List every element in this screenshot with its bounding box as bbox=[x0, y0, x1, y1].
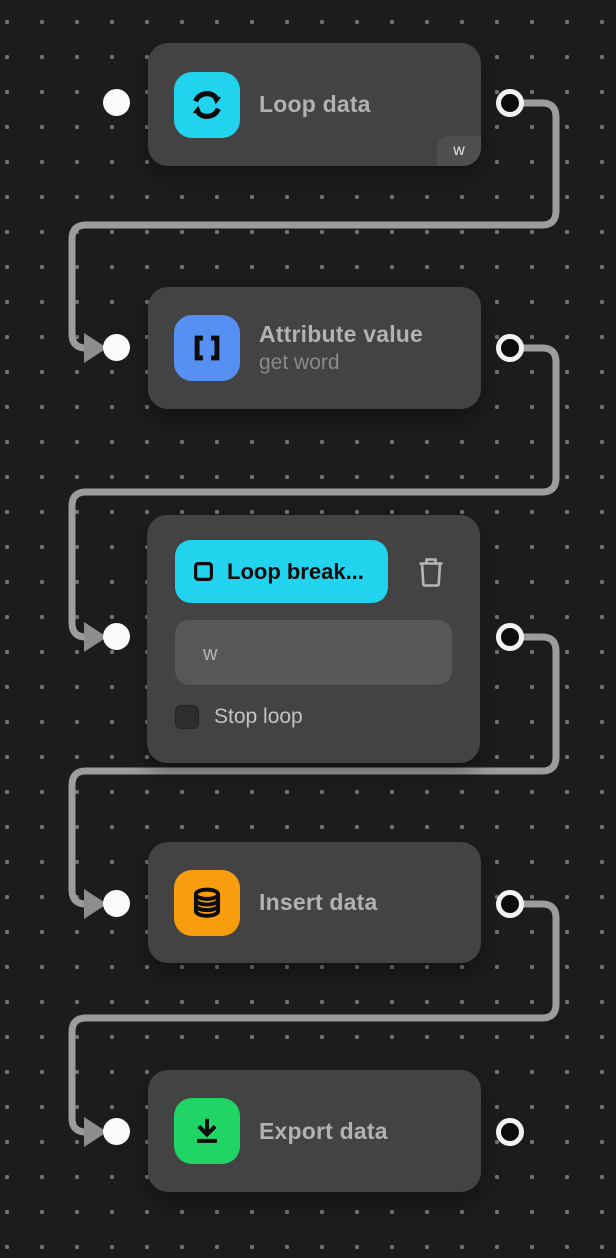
wire-loop-break-to-insert-data[interactable] bbox=[68, 633, 560, 908]
trash-icon[interactable] bbox=[416, 555, 446, 589]
node-insert-data[interactable]: Insert data bbox=[148, 842, 481, 963]
attribute-value-input-port[interactable] bbox=[103, 334, 130, 361]
loop-break-button[interactable]: Loop break... bbox=[175, 540, 388, 603]
node-title: Export data bbox=[259, 1117, 388, 1144]
download-icon bbox=[174, 1098, 240, 1164]
export-data-output-port[interactable] bbox=[496, 1118, 524, 1146]
node-title: Attribute value bbox=[259, 321, 424, 347]
stop-loop-label: Stop loop bbox=[214, 705, 303, 728]
loop-break-input-port[interactable] bbox=[103, 623, 130, 650]
brackets-icon bbox=[174, 315, 240, 381]
wire-arrowhead bbox=[84, 622, 107, 652]
database-icon bbox=[174, 869, 240, 936]
insert-data-output-port[interactable] bbox=[496, 890, 524, 918]
export-data-input-port[interactable] bbox=[103, 1118, 130, 1145]
loop-break-value-input[interactable] bbox=[175, 620, 452, 685]
wire-arrowhead bbox=[84, 333, 107, 363]
wire-loop-data-to-attribute-value[interactable] bbox=[68, 99, 560, 352]
node-attribute-value[interactable]: Attribute value get word bbox=[148, 287, 481, 409]
node-title: Insert data bbox=[259, 889, 378, 915]
loop-break-output-port[interactable] bbox=[496, 623, 524, 651]
stop-loop-checkbox[interactable] bbox=[175, 705, 199, 729]
node-title: Loop data bbox=[259, 91, 371, 117]
node-loop-break[interactable]: Loop break... Stop loop bbox=[147, 515, 480, 763]
node-subtitle: get word bbox=[259, 351, 340, 374]
node-export-data[interactable]: Export data bbox=[148, 1070, 481, 1192]
square-outline-icon bbox=[193, 561, 214, 582]
attribute-value-output-port[interactable] bbox=[496, 334, 524, 362]
node-loop-data[interactable]: Loop data w bbox=[148, 43, 481, 166]
wire-arrowhead bbox=[84, 1117, 107, 1147]
wire-attribute-value-to-loop-break[interactable] bbox=[68, 344, 560, 641]
loop-data-output-port[interactable] bbox=[496, 89, 524, 117]
loop-refresh-icon bbox=[174, 71, 240, 138]
loop-variable-badge: w bbox=[437, 136, 481, 166]
loop-data-input-port[interactable] bbox=[103, 89, 130, 116]
loop-break-button-label: Loop break... bbox=[227, 558, 364, 584]
wire-arrowhead bbox=[84, 889, 107, 919]
insert-data-input-port[interactable] bbox=[103, 890, 130, 917]
wire-insert-data-to-export-data[interactable] bbox=[68, 900, 560, 1136]
